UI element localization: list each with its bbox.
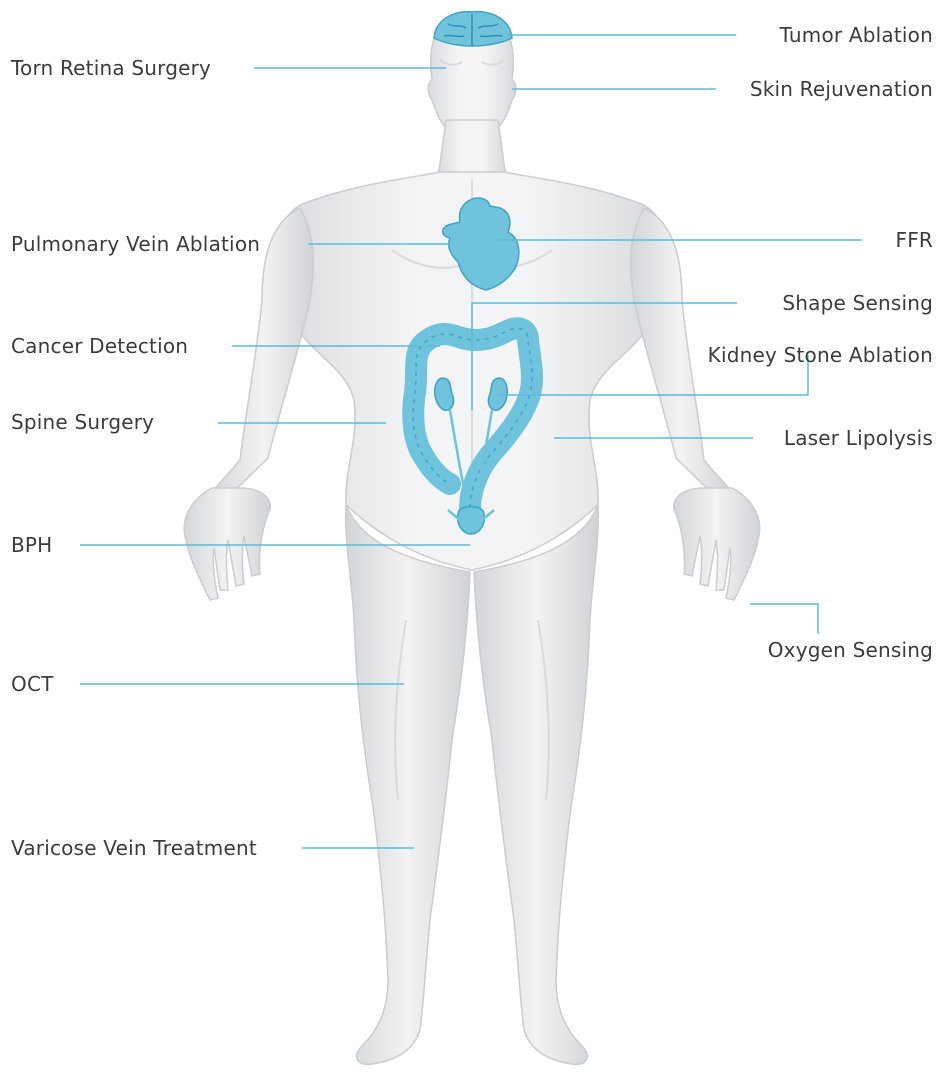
label-torn-retina-surgery: Torn Retina Surgery <box>11 58 211 78</box>
label-kidney-stone-ablation: Kidney Stone Ablation <box>708 345 933 365</box>
body-silhouette <box>184 12 759 1064</box>
label-laser-lipolysis: Laser Lipolysis <box>784 428 933 448</box>
label-spine-surgery: Spine Surgery <box>11 412 154 432</box>
label-varicose-vein-treatment: Varicose Vein Treatment <box>11 838 257 858</box>
label-oct: OCT <box>11 674 54 694</box>
leader-oxygen-sensing <box>750 604 818 634</box>
label-pulmonary-vein-ablation: Pulmonary Vein Ablation <box>11 234 260 254</box>
leg-left <box>346 505 470 1064</box>
leg-right <box>474 505 598 1064</box>
label-tumor-ablation: Tumor Ablation <box>780 25 933 45</box>
label-shape-sensing: Shape Sensing <box>782 293 933 313</box>
label-bph: BPH <box>11 535 52 555</box>
label-skin-rejuvenation: Skin Rejuvenation <box>750 79 933 99</box>
label-cancer-detection: Cancer Detection <box>11 336 188 356</box>
brain <box>434 12 512 46</box>
hand-left <box>184 488 270 600</box>
neck <box>438 120 506 178</box>
hand-right <box>674 488 760 600</box>
label-ffr: FFR <box>895 230 933 250</box>
label-oxygen-sensing: Oxygen Sensing <box>768 640 933 660</box>
